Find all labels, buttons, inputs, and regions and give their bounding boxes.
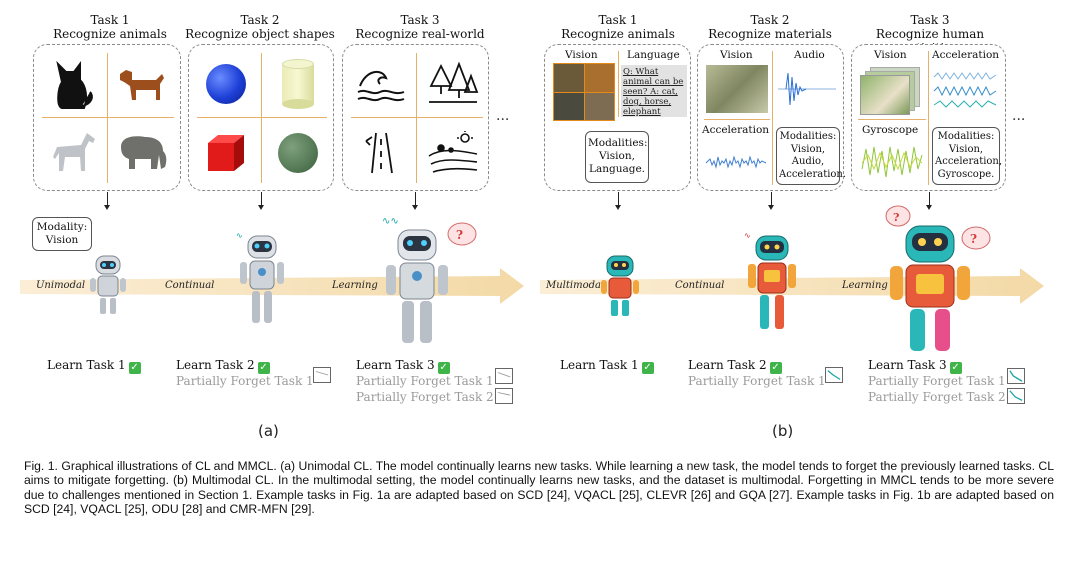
task-2-modal-box-b: Vision Audio Acceleration Modalities: Vi… xyxy=(697,44,846,191)
countryside-icon xyxy=(421,123,485,183)
robot-medium-icon: ∿ xyxy=(236,231,284,323)
check-icon: ✓ xyxy=(437,362,450,374)
arrow-down-icon xyxy=(926,192,932,210)
forgetting-curve-icon xyxy=(313,367,331,383)
task-3-modal-box-b: Vision Acceleration Gyroscope Modalities… xyxy=(851,44,1006,191)
road-icon xyxy=(349,123,413,183)
green-sphere-icon xyxy=(267,123,329,183)
material-photo xyxy=(706,65,768,113)
check-icon: ✓ xyxy=(257,362,270,374)
blue-sphere-icon xyxy=(195,55,257,113)
task-3-image-box-a xyxy=(342,44,489,191)
cat-icon xyxy=(44,55,104,113)
waves-icon xyxy=(349,55,413,113)
acceleration-signal-icon xyxy=(705,155,767,169)
learn-task-3-b: Learn Task 3✓ xyxy=(868,358,962,374)
arrow-down-icon xyxy=(412,192,418,210)
arrow-down-icon xyxy=(615,192,621,210)
gyroscope-label: Gyroscope xyxy=(862,124,919,136)
audio-label: Audio xyxy=(794,49,825,61)
forgetting-curve-icon xyxy=(1007,388,1025,404)
robot-large-icon: ∿∿ ? xyxy=(382,216,477,343)
check-icon: ✓ xyxy=(641,362,654,374)
forget-line-a3-2: Partially Forget Task 2 xyxy=(356,390,494,404)
gyroscope-signal-icon xyxy=(861,146,923,178)
timeline-word-learning: Learning xyxy=(332,280,378,291)
modalities-box-b2: Modalities: Vision, Audio, Acceleration. xyxy=(776,127,846,185)
acceleration-signal-icon xyxy=(933,72,997,108)
modalities-box-b3: Modalities: Vision, Acceleration, Gyrosc… xyxy=(932,127,1002,185)
check-icon: ✓ xyxy=(128,362,141,374)
task-1-header-a: Task 1 Recognize animals xyxy=(53,13,167,41)
arrow-down-icon xyxy=(104,192,110,210)
cylinder-icon xyxy=(267,53,329,115)
acceleration-label: Acceleration xyxy=(932,49,1000,61)
forget-line-b2-1: Partially Forget Task 1 xyxy=(688,374,826,388)
task-2-header-b: Task 2 Recognize materials xyxy=(708,13,832,41)
task-2-image-box-a xyxy=(188,44,334,191)
forgetting-curve-icon xyxy=(825,367,843,383)
task-1-modal-box-b: Vision Language Q: What animal can be se… xyxy=(544,44,691,191)
timeline-word-learning: Learning xyxy=(842,280,888,291)
svg-text:∿∿: ∿∿ xyxy=(382,216,399,227)
activity-photo-stack xyxy=(860,67,920,115)
more-tasks-ellipsis-a: ... xyxy=(496,108,510,124)
learn-task-3-a: Learn Task 3✓ xyxy=(356,358,450,374)
learn-task-2-b: Learn Task 2✓ xyxy=(688,358,782,374)
learn-task-1-a: Learn Task 1✓ xyxy=(47,358,141,374)
forgetting-curve-icon xyxy=(1007,368,1025,384)
acceleration-label: Acceleration xyxy=(702,124,770,136)
check-icon: ✓ xyxy=(769,362,782,374)
panel-label-a: (a) xyxy=(258,422,279,440)
forget-line-a2-1: Partially Forget Task 1 xyxy=(176,374,314,388)
forgetting-curve-icon xyxy=(495,368,513,384)
learn-task-2-a: Learn Task 2✓ xyxy=(176,358,270,374)
timeline-word-continual: Continual xyxy=(675,280,725,291)
dog-icon xyxy=(112,55,172,113)
language-label: Language xyxy=(627,49,680,61)
timeline-word-unimodal: Unimodal xyxy=(36,280,86,291)
red-cube-icon xyxy=(195,123,257,183)
audio-waveform-icon xyxy=(778,72,836,106)
learn-task-1-b: Learn Task 1✓ xyxy=(560,358,654,374)
robot-colorful-large-icon: ? ? xyxy=(885,205,991,351)
task-1-image-box-a xyxy=(33,44,181,191)
panel-label-b: (b) xyxy=(772,422,794,440)
task-1-header-b: Task 1 Recognize animals xyxy=(561,13,675,41)
svg-text:∿: ∿ xyxy=(744,231,751,240)
task-2-header-a: Task 2 Recognize object shapes xyxy=(185,13,335,41)
timeline-word-multimodal: Multimodal xyxy=(546,280,605,291)
figure-caption: Fig. 1. Graphical illustrations of CL an… xyxy=(24,459,1054,516)
modalities-box-b1: Modalities: Vision, Language. xyxy=(585,131,649,183)
forget-line-b3-1: Partially Forget Task 1 xyxy=(868,374,1006,388)
task-3-header-b: Task 3 Recognize human activities xyxy=(875,13,985,55)
forest-icon xyxy=(421,55,485,113)
arrow-down-icon xyxy=(258,192,264,210)
vision-label: Vision xyxy=(565,49,598,61)
robot-small-icon xyxy=(90,255,126,314)
arrow-down-icon xyxy=(768,192,774,210)
animal-photo-grid xyxy=(553,63,615,121)
vision-label: Vision xyxy=(874,49,907,61)
vision-label: Vision xyxy=(720,49,753,61)
modality-box-a: Modality: Vision xyxy=(32,217,92,251)
robot-colorful-small-icon xyxy=(601,255,639,316)
forget-line-a3-1: Partially Forget Task 1 xyxy=(356,374,494,388)
forget-line-b3-2: Partially Forget Task 2 xyxy=(868,390,1006,404)
elephant-icon xyxy=(112,123,172,181)
robot-colorful-medium-icon: ∿ xyxy=(744,231,796,329)
forgetting-curve-icon xyxy=(495,388,513,404)
timeline-word-continual: Continual xyxy=(165,280,215,291)
svg-text:?: ? xyxy=(893,211,899,224)
horse-icon xyxy=(44,123,104,181)
svg-text:?: ? xyxy=(456,228,463,242)
qa-text: Q: What animal can be seen? A: cat, dog,… xyxy=(621,65,687,117)
more-tasks-ellipsis-b: ... xyxy=(1012,108,1026,124)
check-icon: ✓ xyxy=(949,362,962,374)
svg-text:?: ? xyxy=(970,232,977,246)
svg-text:∿: ∿ xyxy=(236,231,243,240)
